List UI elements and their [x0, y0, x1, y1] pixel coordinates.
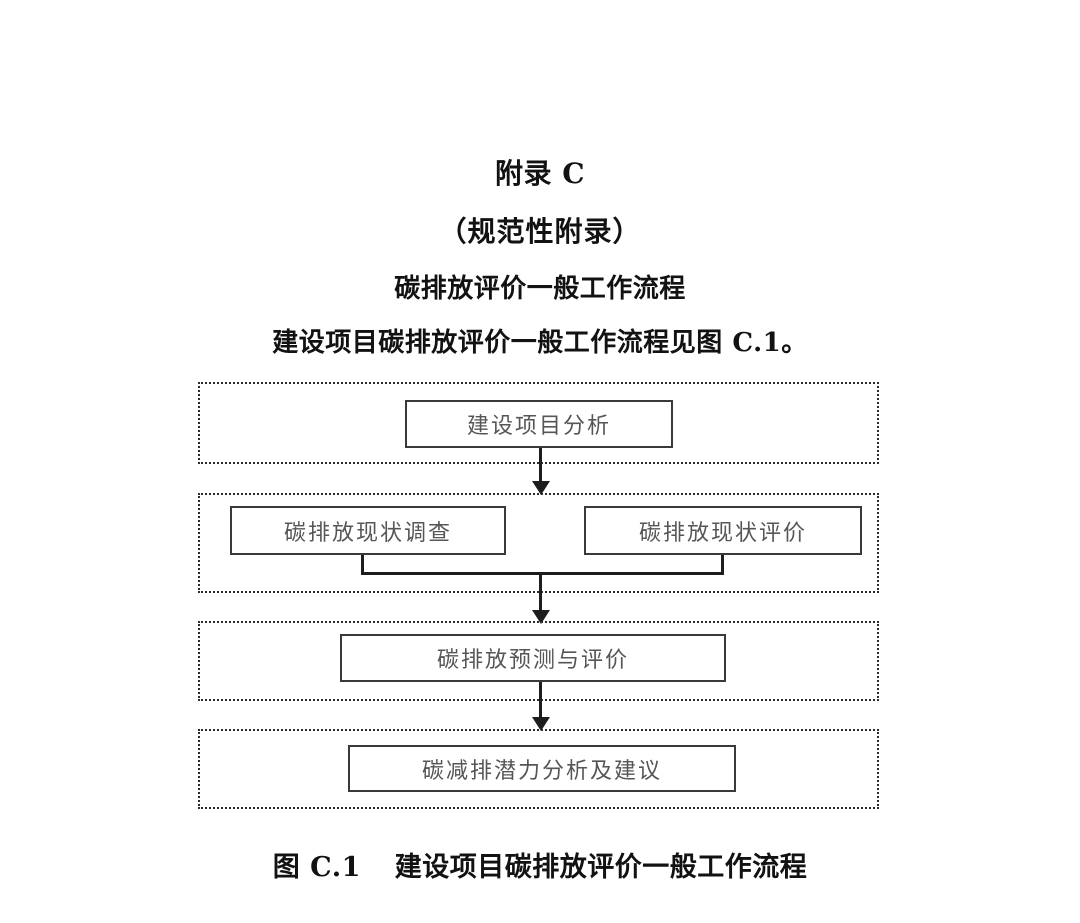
figure-caption: 图 C.1 建设项目碳排放评价一般工作流程: [0, 845, 1080, 884]
appendix-subject-title: 碳排放评价一般工作流程: [394, 274, 686, 304]
bracket-left-riser: [361, 555, 364, 575]
flow-node-reduction-potential-recommendations: 碳减排潜力分析及建议: [348, 745, 736, 792]
bracket-horizontal-bar: [361, 572, 724, 575]
flow-node-emission-status-assessment: 碳排放现状评价: [584, 506, 862, 555]
flow-stage-4-group: [198, 729, 879, 809]
figure-caption-number: 图 C.1: [272, 852, 361, 883]
lead-sentence: 建设项目碳排放评价一般工作流程见图 C.1。: [272, 328, 808, 358]
connector-stage1-to-stage2-arrowhead: [532, 481, 550, 495]
appendix-heading-block: 附录 C （规范性附录） 碳排放评价一般工作流程 建设项目碳排放评价一般工作流程…: [0, 157, 1080, 358]
flow-stage-3-group: [198, 621, 879, 701]
connector-stage1-to-stage2-line: [539, 448, 542, 482]
flow-stage-1-group: [198, 382, 879, 464]
connector-stage3-to-stage4-arrowhead: [532, 717, 550, 731]
flow-stage-2-group: [198, 493, 879, 593]
flow-node-emission-status-survey: 碳排放现状调查: [230, 506, 506, 555]
flow-node-emission-forecast-assessment: 碳排放预测与评价: [340, 634, 726, 682]
figure-caption-title: 建设项目碳排放评价一般工作流程: [394, 852, 808, 883]
connector-stage2-to-stage3-arrowhead: [532, 610, 550, 624]
appendix-label: 附录 C: [494, 157, 586, 190]
connector-stage2-to-stage3-line: [539, 572, 542, 611]
bracket-right-riser: [721, 555, 724, 575]
connector-stage3-to-stage4-line: [539, 682, 542, 718]
normative-label: （规范性附录）: [438, 215, 642, 248]
flow-node-project-analysis: 建设项目分析: [405, 400, 673, 448]
